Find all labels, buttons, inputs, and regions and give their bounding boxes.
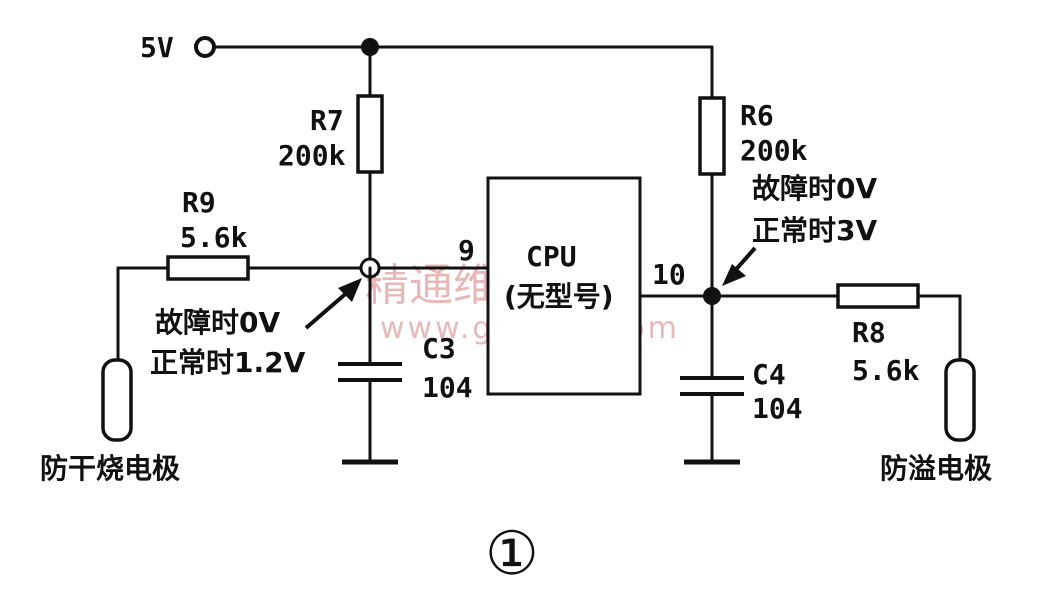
r6-value: 200k (740, 134, 808, 167)
r9-value: 5.6k (180, 221, 248, 254)
supply-terminal (194, 36, 216, 58)
r7-name: R7 (310, 104, 344, 137)
right-fault-text: 故障时0V (752, 172, 877, 205)
left-normal-text: 正常时1.2V (150, 346, 306, 379)
c4-name: C4 (752, 358, 786, 391)
r7-resistor (356, 45, 384, 270)
c4-capacitor (680, 294, 744, 465)
right-electrode-label: 防溢电极 (880, 452, 992, 485)
r9-resistor (116, 255, 490, 281)
left-arrow (304, 278, 362, 330)
r8-resistor (710, 283, 962, 309)
c3-value: 104 (422, 371, 473, 404)
pin-10-label: 10 (652, 258, 686, 291)
right-arrow (722, 246, 757, 286)
c3-name: C3 (422, 332, 456, 365)
r8-value: 5.6k (852, 354, 920, 387)
cpu-sublabel: (无型号) (504, 280, 614, 313)
figure-number: ① (485, 519, 539, 589)
left-electrode-label: 防干烧电极 (40, 452, 180, 485)
right-normal-text: 正常时3V (752, 214, 877, 247)
cpu-label: CPU (526, 240, 577, 273)
c3-capacitor (338, 266, 402, 465)
right-electrode (944, 294, 976, 442)
left-fault-text: 故障时0V (155, 306, 280, 339)
cpu-block (486, 176, 714, 396)
c4-value: 104 (752, 392, 803, 425)
r6-resistor (698, 96, 726, 298)
r7-value: 200k (278, 139, 346, 172)
left-electrode (101, 266, 133, 442)
supply-label: 5V (140, 31, 174, 64)
r8-name: R8 (852, 316, 886, 349)
r9-name: R9 (182, 186, 216, 219)
supply-rail (194, 36, 714, 100)
r6-name: R6 (740, 99, 774, 132)
pin-9-label: 9 (458, 234, 475, 267)
